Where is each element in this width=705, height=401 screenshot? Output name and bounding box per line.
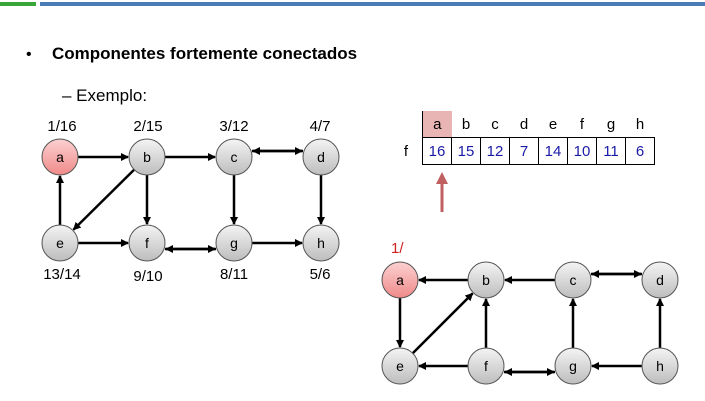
graph2-node-label-b: b [482, 272, 490, 288]
graph1-edges [56, 147, 325, 253]
table-header-row: a b c d e f g h [390, 111, 655, 138]
graph2-node-label-c: c [570, 272, 577, 288]
graph1-node-c: c [215, 138, 253, 176]
time-label-b: 2/15 [133, 118, 163, 135]
table-values-row: f 16 15 12 7 14 10 11 6 [390, 137, 655, 165]
graph2-edges [396, 270, 664, 376]
graph2-nodes: a b c d e f g h [381, 261, 679, 385]
table-value-c: 12 [480, 137, 510, 165]
graph2-node-h: h [641, 347, 679, 385]
graph2-node-f: f [467, 347, 505, 385]
graph1-node-circle-g [215, 224, 253, 262]
table-value-e: 14 [538, 137, 568, 165]
graph1-node-b: b [128, 138, 166, 176]
graph2-node-label-a: a [396, 272, 404, 288]
table-header-b: b [461, 115, 471, 133]
slide-subtitle: – Exemplo: [62, 86, 148, 105]
graph2-node-c: c [554, 261, 592, 299]
graph1-node-g: g [215, 224, 253, 262]
graph2-node-circle-f [467, 347, 505, 385]
graph1-node-e: e [41, 224, 79, 262]
graph1-node-circle-d [302, 138, 340, 176]
finish-time-table: a b c d e f g h f 16 15 12 7 14 10 11 6 [390, 111, 655, 165]
graph2-node-circle-g [554, 347, 592, 385]
graph1-node-label-f: f [145, 235, 149, 251]
table-value-h: 6 [625, 137, 655, 165]
graph2-node-circle-h [641, 347, 679, 385]
graph2-node-label-e: e [396, 358, 404, 374]
slide-title: Componentes fortemente conectados [52, 44, 358, 63]
table-header-d: d [519, 115, 529, 133]
graph1-node-label-e: e [56, 235, 64, 251]
time-label-f: 9/10 [133, 268, 163, 285]
graph2-node-label-g: g [569, 358, 577, 374]
graph1-node-label-c: c [231, 149, 238, 165]
graph1-node-label-a: a [56, 149, 64, 165]
graph1-edge-b-e [72, 168, 136, 231]
table-value-g: 11 [596, 137, 626, 165]
table-header-a: a [422, 111, 452, 138]
table-row-label: f [403, 142, 409, 160]
graph1-node-circle-a [41, 138, 79, 176]
graph1-node-h: h [302, 224, 340, 262]
graph1-node-label-b: b [143, 149, 151, 165]
time-label-h: 5/6 [309, 266, 331, 283]
time-label-a: 1/16 [47, 118, 77, 135]
graph1-node-circle-c [215, 138, 253, 176]
graph2-node-circle-c [554, 261, 592, 299]
bullet: • [26, 46, 32, 63]
graph2-a-label: 1/ [391, 240, 404, 257]
time-label-e: 13/14 [43, 266, 81, 283]
graph2-node-g: g [554, 347, 592, 385]
graph1-node-circle-b [128, 138, 166, 176]
accent-bar-green [0, 2, 36, 6]
graph2-node-circle-d [641, 261, 679, 299]
table-header-c: c [491, 115, 499, 133]
graph2-node-circle-a [381, 261, 419, 299]
graph2-node-label-h: h [656, 358, 664, 374]
graph2-node-d: d [641, 261, 679, 299]
time-label-c: 3/12 [219, 118, 249, 135]
graph2-node-label-f: f [484, 358, 488, 374]
time-label-d: 4/7 [309, 118, 331, 135]
table-header-h: h [635, 115, 645, 133]
graph1-node-a: a [41, 138, 79, 176]
graph1-node-label-h: h [317, 235, 325, 251]
graph1-node-label-g: g [230, 235, 238, 251]
graph2-node-a: a [381, 261, 419, 299]
table-header-f: f [579, 115, 585, 133]
accent-bar-blue [40, 2, 705, 6]
graph1-node-d: d [302, 138, 340, 176]
graph1-node-circle-h [302, 224, 340, 262]
graph1-node-circle-e [41, 224, 79, 262]
graph2-node-circle-b [467, 261, 505, 299]
graph1-node-circle-f [128, 224, 166, 262]
table-header-g: g [606, 115, 616, 133]
graph2-node-b: b [467, 261, 505, 299]
graph1-node-label-d: d [317, 149, 325, 165]
graph1-nodes: a b c d e f g h [41, 138, 340, 262]
table-header-e: e [548, 115, 558, 133]
graph2-edge-e-b [411, 292, 474, 355]
time-label-g: 8/11 [219, 266, 249, 283]
graph2-node-e: e [381, 347, 419, 385]
table-value-a: 16 [422, 137, 452, 165]
graph2-node-circle-e [381, 347, 419, 385]
graph2-node-label-d: d [656, 272, 664, 288]
table-value-d: 7 [509, 137, 539, 165]
graph1-node-f: f [128, 224, 166, 262]
